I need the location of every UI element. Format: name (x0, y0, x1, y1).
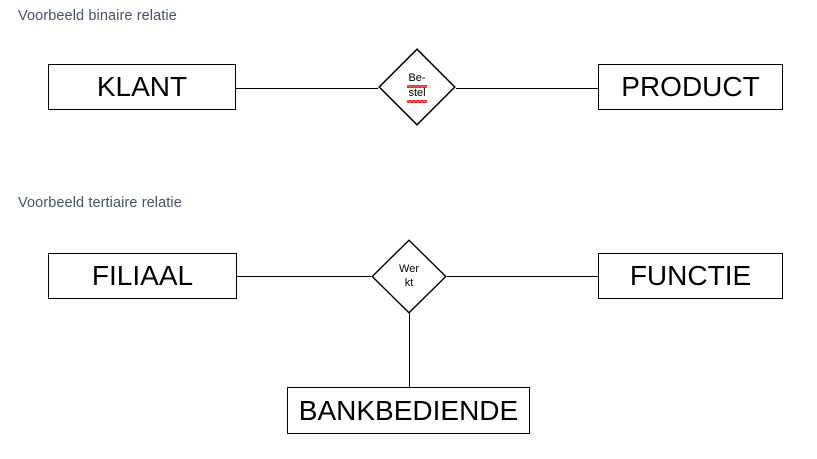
section-heading-tertiaire-relatie: Voorbeeld tertiaire relatie (18, 195, 182, 211)
entity-label-filiaal: FILIAAL (91, 260, 194, 291)
entity-box-filiaal[interactable]: FILIAAL (48, 253, 237, 299)
entity-box-product[interactable]: PRODUCT (598, 64, 783, 110)
entity-label-klant: KLANT (96, 71, 188, 102)
relationship-diamond-bestel[interactable]: Be- stel (378, 48, 456, 126)
entity-box-bankbediende[interactable]: BANKBEDIENDE (287, 387, 530, 434)
diamond-shape-icon (371, 239, 447, 314)
connector-werkt-to-functie (447, 276, 598, 277)
connector-klant-to-bestel (236, 88, 378, 89)
relationship-diamond-werkt[interactable]: Wer kt (371, 239, 447, 314)
entity-label-product: PRODUCT (621, 71, 760, 102)
section-heading-binaire-relatie: Voorbeeld binaire relatie (18, 8, 177, 24)
entity-box-klant[interactable]: KLANT (48, 64, 236, 110)
entity-box-functie[interactable]: FUNCTIE (598, 253, 783, 299)
connector-bestel-to-product (456, 88, 598, 89)
entity-label-functie: FUNCTIE (629, 260, 752, 291)
connector-filiaal-to-werkt (237, 276, 371, 277)
connector-werkt-to-bankbediende (409, 313, 410, 387)
diamond-shape-icon (378, 48, 456, 126)
entity-label-bankbediende: BANKBEDIENDE (298, 394, 519, 426)
